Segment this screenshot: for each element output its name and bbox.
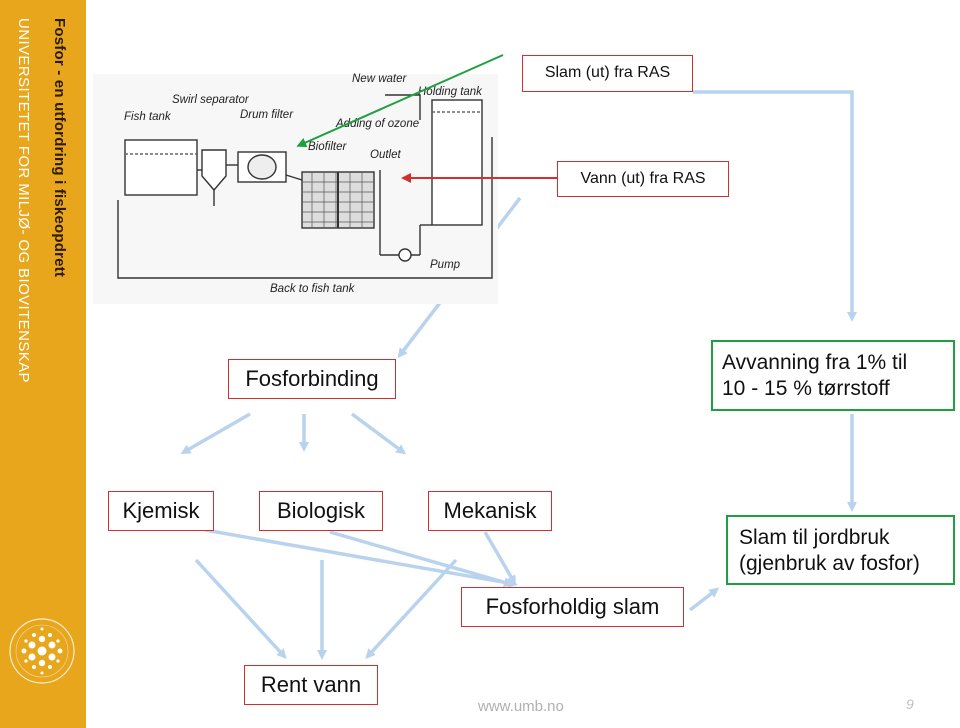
svg-text:Swirl separator: Swirl separator (172, 94, 250, 106)
sidebar: Fosfor - en utfordring i fiskeopdrett UN… (0, 0, 86, 728)
avvanning-line2: 10 - 15 % tørrstoff (722, 377, 890, 400)
rent-vann-box: Rent vann (244, 665, 378, 705)
footer-url: www.umb.no (478, 698, 564, 715)
arrow-slam-to-jordbruk (688, 587, 720, 612)
arrow-biologisk-to-slam (329, 530, 514, 588)
fosforholdig-slam-box: Fosforholdig slam (461, 587, 684, 627)
slam-jordbruk-line1: Slam til jordbruk (739, 526, 890, 549)
svg-text:Back to fish tank: Back to fish tank (270, 283, 356, 295)
fosforbinding-box: Fosforbinding (228, 359, 396, 399)
slam-jordbruk-line2: (gjenbruk av fosfor) (739, 552, 920, 575)
avvanning-box: Avvanning fra 1% til 10 - 15 % tørrstoff (711, 340, 955, 411)
biologisk-box: Biologisk (259, 491, 383, 531)
svg-text:Drum filter: Drum filter (240, 109, 294, 121)
mekanisk-box: Mekanisk (428, 491, 552, 531)
university-logo (9, 618, 75, 684)
slam-jordbruk-box: Slam til jordbruk (gjenbruk av fosfor) (726, 515, 955, 585)
svg-text:Biofilter: Biofilter (308, 141, 348, 153)
arrow-slam-to-avvanning (693, 90, 857, 322)
arrow-kjemisk-to-slam (204, 528, 518, 588)
svg-text:Pump: Pump (430, 259, 461, 271)
arrow-mekanisk-to-rentvann (365, 558, 458, 659)
arrow-mekanisk-to-slam (483, 531, 517, 586)
svg-text:Outlet: Outlet (370, 149, 401, 161)
vann-ut-box: Vann (ut) fra RAS (557, 161, 729, 197)
arrow-fosforbinding-to-mekanisk (350, 412, 407, 455)
ras-diagram (93, 74, 498, 304)
svg-text:Fish tank: Fish tank (124, 111, 172, 123)
page-number: 9 (906, 696, 914, 712)
svg-text:Holding tank: Holding tank (418, 86, 483, 98)
arrow-fosforbinding-to-kjemisk (180, 412, 251, 454)
avvanning-line1: Avvanning fra 1% til (722, 351, 908, 374)
svg-text:New water: New water (352, 73, 407, 85)
arrow-green-slam (296, 54, 504, 148)
slam-ut-box: Slam (ut) fra RAS (522, 55, 693, 92)
arrow-kjemisk-to-rentvann (194, 558, 287, 659)
kjemisk-box: Kjemisk (108, 491, 214, 531)
